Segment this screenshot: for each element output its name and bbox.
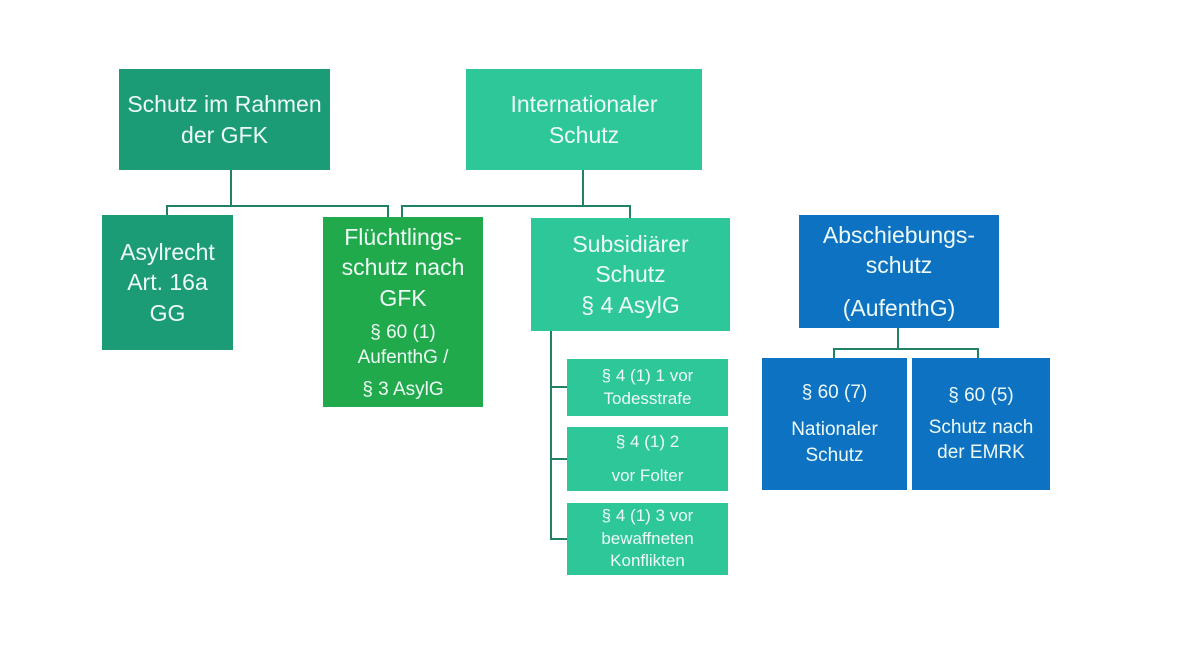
node-law-line: AufenthG / xyxy=(357,347,449,368)
connector-subsidiaer-stub-folter xyxy=(550,458,567,460)
node-label-line: der GFK xyxy=(181,121,268,148)
node-label-line: § 4 AsylG xyxy=(581,291,680,318)
node-label-line: bewaffneten xyxy=(601,528,694,548)
node-label-line: Schutz xyxy=(595,261,666,288)
node-label-line: GFK xyxy=(379,284,427,311)
node-bewaffnete-konflikte: § 4 (1) 3 vor bewaffneten Konflikten xyxy=(567,503,728,575)
node-label-line: schutz nach xyxy=(341,254,465,281)
connector-int-bar xyxy=(401,205,631,207)
node-schutz-nach-emrk: § 60 (5) Schutz nach der EMRK xyxy=(912,358,1050,490)
node-schutz-im-rahmen-der-gfk: Schutz im Rahmen der GFK xyxy=(119,69,330,170)
node-law-line: (AufenthG) xyxy=(842,294,956,321)
node-label-line: Subsidiärer xyxy=(572,230,689,257)
node-fluechtlingsschutz-nach-gfk: Flüchtlings- schutz nach GFK § 60 (1) Au… xyxy=(323,217,483,407)
connector-gfk-stub xyxy=(230,170,232,207)
node-subsidiaerer-schutz: Subsidiärer Schutz § 4 AsylG xyxy=(531,218,730,331)
node-label-line: schutz xyxy=(865,252,933,279)
node-internationaler-schutz: Internationaler Schutz xyxy=(466,69,702,170)
node-label-line: § 4 (1) 1 vor xyxy=(601,366,694,386)
node-label-line: vor Folter xyxy=(611,466,684,485)
node-label-line: Schutz nach xyxy=(928,416,1034,438)
node-label-line: GG xyxy=(149,299,186,326)
node-label-line: Internationaler xyxy=(510,91,658,118)
connector-gfk-drop-fluechtling xyxy=(387,205,389,218)
connector-int-drop-subsidiaer xyxy=(629,205,631,219)
node-label-line: § 4 (1) 2 xyxy=(615,431,680,451)
node-label-line: Todesstrafe xyxy=(603,388,692,408)
node-label-line: Flüchtlings- xyxy=(344,223,462,250)
node-label-line: Nationaler xyxy=(791,419,878,441)
node-label-line: Schutz xyxy=(548,121,620,148)
node-law-line: § 60 (7) xyxy=(801,382,868,404)
node-label-line: Schutz im Rahmen xyxy=(127,91,322,118)
connector-int-drop-fluechtling xyxy=(401,205,403,218)
connector-abschiebung-drop-national xyxy=(833,348,835,358)
node-vor-todesstrafe: § 4 (1) 1 vor Todesstrafe xyxy=(567,359,728,416)
connector-abschiebung-drop-emrk xyxy=(977,348,979,358)
node-law-line: § 60 (1) xyxy=(370,321,436,343)
node-asylrecht-art-16a-gg: Asylrecht Art. 16a GG xyxy=(102,215,233,350)
node-vor-folter: § 4 (1) 2 vor Folter xyxy=(567,427,728,491)
node-nationaler-schutz: § 60 (7) Nationaler Schutz xyxy=(762,358,907,490)
connector-subsidiaer-spine xyxy=(550,331,552,540)
node-label-line: Asylrecht xyxy=(120,238,215,265)
node-law-line: § 60 (5) xyxy=(948,384,1014,406)
node-label-line: Schutz xyxy=(805,444,864,466)
node-label-line: Konflikten xyxy=(610,551,685,571)
connector-int-stub xyxy=(582,170,584,207)
node-label-line: § 4 (1) 3 vor xyxy=(601,506,694,526)
node-law-line: § 3 AsylG xyxy=(362,379,444,401)
connector-gfk-drop-asylrecht xyxy=(166,205,168,216)
node-label-line: der EMRK xyxy=(937,442,1025,464)
node-label-line: Abschiebungs- xyxy=(822,221,976,248)
node-abschiebungsschutz: Abschiebungs- schutz (AufenthG) xyxy=(799,215,999,328)
connector-subsidiaer-stub-todesstrafe xyxy=(550,386,567,388)
connector-gfk-bar xyxy=(166,205,389,207)
connector-abschiebung-bar xyxy=(833,348,979,350)
connector-abschiebung-stub xyxy=(897,328,899,349)
node-label-line: Art. 16a xyxy=(127,269,208,296)
connector-subsidiaer-stub-konflikte xyxy=(550,538,567,540)
